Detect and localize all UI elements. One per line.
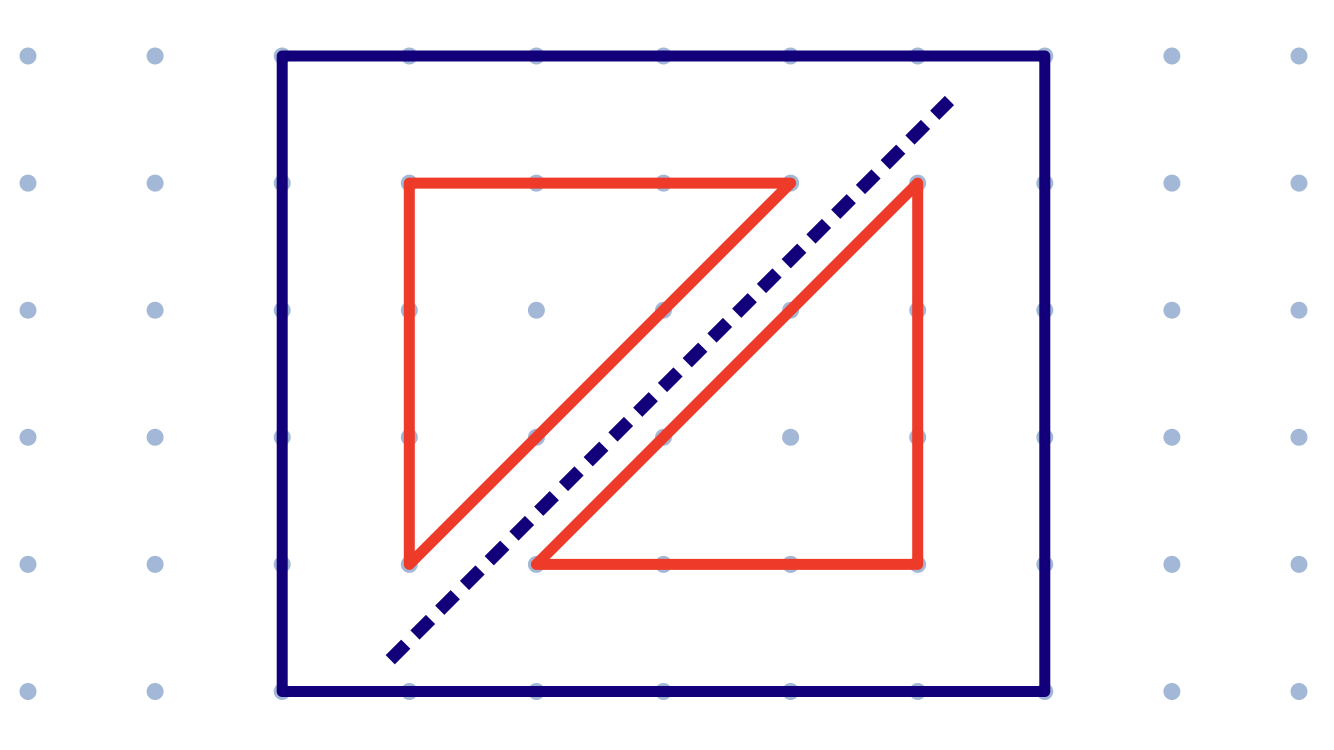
outer-square-frame <box>276 50 1051 697</box>
grid-dot <box>1163 683 1181 700</box>
grid-dot <box>146 174 164 192</box>
right-triangle <box>530 177 924 570</box>
grid-dot <box>1163 428 1181 446</box>
grid-dot <box>19 428 37 446</box>
grid-dot <box>527 301 545 319</box>
grid-dot <box>19 47 37 65</box>
grid-dot <box>19 301 37 319</box>
grid-dot <box>19 683 37 700</box>
grid-dot <box>1290 47 1308 65</box>
grid-dot <box>1163 174 1181 192</box>
grid-dot <box>1290 428 1308 446</box>
frame-square <box>276 50 1051 697</box>
grid-dot <box>1163 555 1181 573</box>
grid-dot <box>1290 174 1308 192</box>
grid-dot <box>146 428 164 446</box>
grid-dot <box>146 555 164 573</box>
grid-dot <box>146 47 164 65</box>
symmetry-line <box>385 95 955 665</box>
grid-dot <box>1290 301 1308 319</box>
grid-dot <box>1163 47 1181 65</box>
grid-dots <box>19 47 1308 700</box>
grid-dot <box>146 683 164 700</box>
left-triangle <box>403 177 797 570</box>
grid-dot <box>1163 301 1181 319</box>
grid-dot <box>19 174 37 192</box>
grid-dot <box>782 428 800 446</box>
grid-dot <box>19 555 37 573</box>
symmetry-line-layer <box>385 95 955 665</box>
reflected-shapes <box>403 177 924 570</box>
grid-dot <box>1290 555 1308 573</box>
grid-dot <box>146 301 164 319</box>
grid-dot <box>1290 683 1308 700</box>
